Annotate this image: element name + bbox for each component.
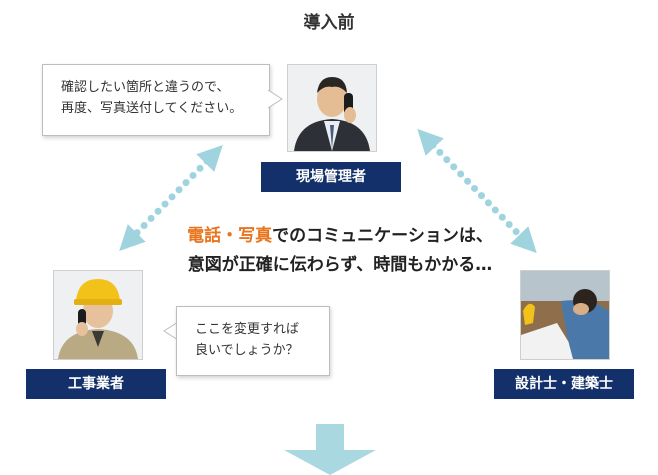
dotted-double-arrow-icon-right — [417, 128, 537, 254]
down-arrow-icon — [284, 424, 376, 475]
dotted-double-arrow-icon-left — [119, 144, 223, 252]
page-title: 導入前 — [303, 13, 355, 33]
contractor-label: 工事業者 — [26, 369, 166, 399]
site-manager-photo — [287, 64, 377, 152]
designer-photo — [520, 270, 610, 360]
center-line2: 意図が正確に伝わらず、時間もかかる… — [187, 255, 493, 275]
site-manager-label: 現場管理者 — [261, 162, 401, 192]
bubble-text: 再度、写真送付してください。 — [61, 101, 243, 116]
bubble-tail — [163, 321, 178, 341]
center-highlight: 電話・写真 — [187, 226, 273, 246]
bubble-text: ここを変更すれば — [195, 322, 300, 337]
center-line1: でのコミュニケーションは、 — [272, 226, 493, 246]
bubble-text: 良いでしょうか？ — [195, 343, 299, 358]
contractor-speech-bubble: ここを変更すれば 良いでしょうか？ — [176, 306, 330, 376]
center-message: 電話・写真でのコミュニケーションは、 意図が正確に伝わらず、時間もかかる… — [130, 222, 550, 280]
designer-label: 設計士・建築士 — [494, 369, 634, 399]
contractor-photo — [53, 270, 143, 360]
bubble-tail — [268, 89, 283, 109]
manager-speech-bubble: 確認したい箇所と違うので、 再度、写真送付してください。 — [42, 64, 270, 136]
bubble-text: 確認したい箇所と違うので、 — [61, 80, 230, 95]
